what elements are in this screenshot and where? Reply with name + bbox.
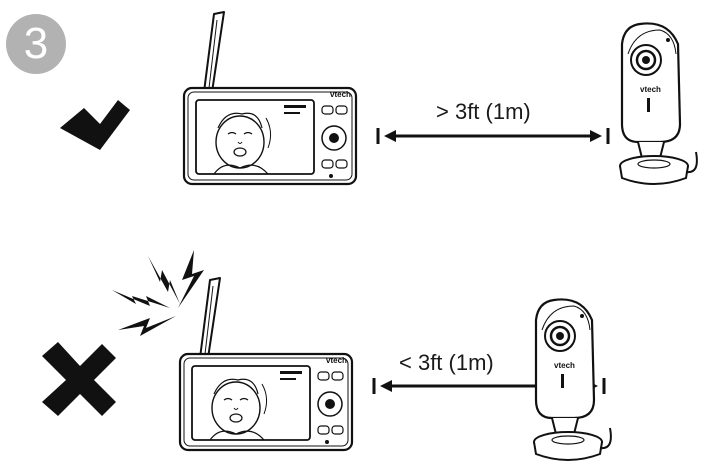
monitor-brand-bottom: vtech: [326, 356, 347, 365]
step-number-badge: 3: [6, 14, 66, 74]
cross-icon: [42, 342, 116, 416]
distance-arrow-top: [376, 126, 610, 146]
camera-brand-top: vtech: [640, 85, 661, 94]
monitor-brand-top: vtech: [330, 90, 351, 99]
camera-brand-bottom: vtech: [554, 361, 575, 370]
distance-label-incorrect: < 3ft (1m): [399, 350, 494, 375]
checkmark-icon: [60, 100, 130, 150]
distance-label-correct: > 3ft (1m): [436, 99, 531, 124]
baby-camera-top: [618, 22, 699, 186]
lightning-icon: [112, 250, 204, 336]
baby-camera-bottom: [532, 298, 613, 462]
